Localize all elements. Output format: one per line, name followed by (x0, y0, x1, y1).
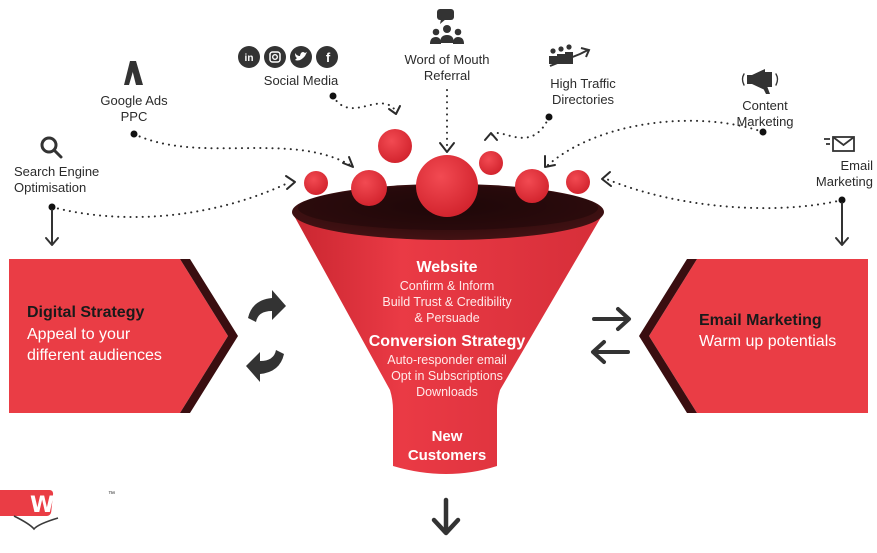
instagram-icon (264, 46, 286, 68)
funnel-outcome-block: New Customers (327, 427, 567, 465)
website-title: Website (416, 259, 478, 276)
label-seo-line: Optimisation (14, 180, 87, 195)
magnifier-icon (40, 136, 63, 159)
conversion-line: Opt in Subscriptions (391, 369, 503, 383)
facebook-icon (316, 46, 338, 68)
megaphone-icon (741, 69, 779, 94)
dotted-paths (51, 89, 843, 219)
label-email-line: Marketing (815, 174, 873, 189)
conversion-line: Auto-responder email (387, 353, 507, 367)
label-email-line: Email (840, 158, 873, 173)
label-social-line: Social Media (263, 73, 339, 88)
funnel-website-block: Website Confirm & Inform Build Trust & C… (327, 258, 567, 326)
exchange-arrows-icon (591, 307, 631, 364)
conversion-title: Conversion Strategy (368, 333, 526, 350)
conversion-line: Downloads (416, 385, 478, 399)
growth-chart-icon (549, 44, 591, 67)
label-google-ads: Google Ads PPC (94, 93, 174, 125)
label-wom-line: Referral (423, 68, 471, 83)
website-line: Confirm & Inform (399, 279, 495, 293)
label-seo-line: Search Engine (14, 164, 100, 179)
seo-path (51, 181, 291, 219)
label-social-media: Social Media (255, 73, 347, 89)
label-google-ads-line: Google Ads (100, 93, 168, 108)
logo-text: WEB (30, 493, 86, 518)
label-google-ads-line: PPC (120, 109, 148, 124)
outcome-line: New (431, 428, 463, 445)
google-ads-icon (124, 61, 143, 85)
left-panel (9, 259, 238, 413)
output-arrow-icon (431, 497, 461, 536)
social-path (332, 95, 396, 111)
down-arrow-email-icon (835, 202, 849, 246)
outcome-line: Customers (407, 447, 487, 464)
left-panel-subtitle: different audiences (27, 347, 162, 364)
website-line: Build Trust & Credibility (382, 295, 512, 309)
label-email-marketing-source: Email Marketing (816, 158, 873, 190)
left-panel-subtitle: Appeal to your (27, 326, 131, 343)
ball (515, 169, 549, 203)
linkedin-icon (238, 46, 260, 68)
svg-text:f: f (326, 50, 331, 65)
website-line: & Persuade (414, 311, 480, 325)
funnel-conversion-block: Conversion Strategy Auto-responder email… (327, 332, 567, 400)
ball (416, 155, 478, 217)
envelope-icon (824, 136, 855, 152)
logo-tm: ™ (108, 491, 115, 498)
svg-text:in: in (245, 53, 254, 64)
ball (351, 170, 387, 206)
label-seo: Search Engine Optimisation (14, 164, 99, 196)
ball (378, 129, 412, 163)
label-content-line: Marketing (736, 114, 794, 129)
google-ads-path (133, 133, 353, 167)
right-panel-title: Email Marketing (699, 312, 822, 329)
down-arrow-seo-icon (45, 209, 59, 246)
label-word-of-mouth: Word of Mouth Referral (394, 52, 500, 84)
email-path (603, 177, 843, 210)
people-speech-icon (430, 9, 464, 44)
path-arrowheads (285, 105, 612, 190)
right-panel-subtitle: Warm up potentials (699, 333, 837, 350)
ball (479, 151, 503, 175)
label-content-line: Content (742, 98, 788, 113)
web-logo: WEB ™ (0, 490, 115, 531)
directories-path (490, 116, 550, 139)
ball (304, 171, 328, 195)
traffic-balls (304, 129, 590, 217)
cycle-arrows-icon (246, 290, 286, 382)
label-directories: High Traffic Directories (536, 76, 630, 108)
label-directories-line: Directories (551, 92, 615, 107)
label-wom-line: Word of Mouth (404, 52, 490, 67)
label-content-marketing: Content Marketing (725, 98, 805, 130)
right-panel (639, 259, 868, 413)
social-icons: in f (238, 46, 338, 68)
ball (566, 170, 590, 194)
path-endpoints (48, 92, 846, 211)
label-directories-line: High Traffic (550, 76, 616, 91)
left-panel-title: Digital Strategy (27, 304, 145, 321)
